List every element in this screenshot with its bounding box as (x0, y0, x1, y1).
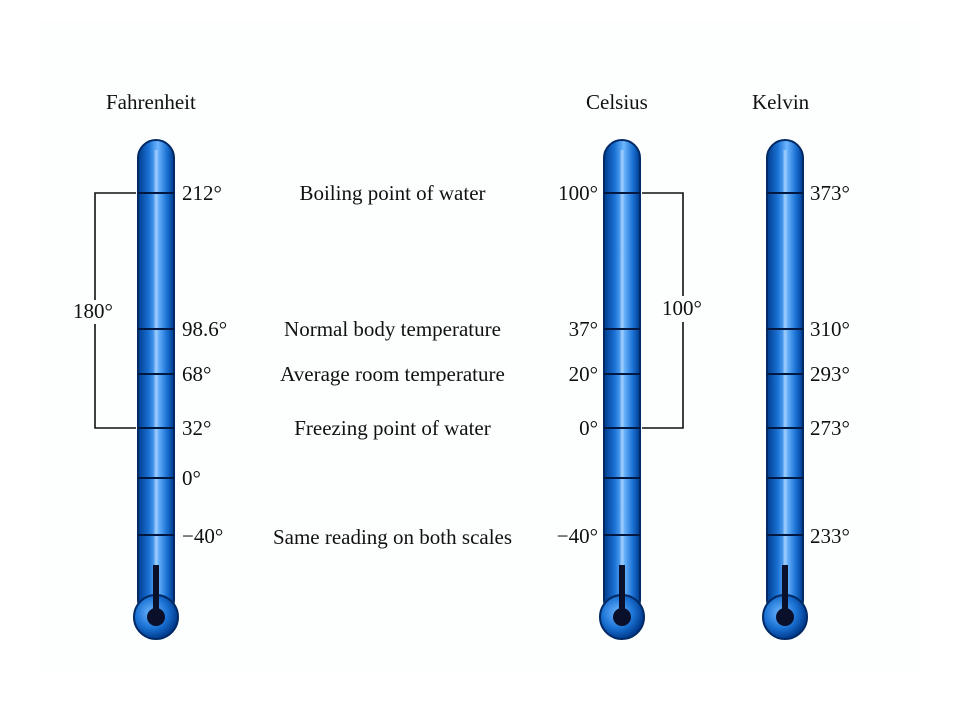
fahrenheit-span-bracket (94, 192, 136, 300)
fahrenheit-thermometer (94, 139, 179, 640)
celsius-reading-100: 100° (558, 181, 598, 205)
fahrenheit-mercury (153, 565, 159, 617)
kelvin-title: Kelvin (752, 90, 810, 114)
celsius-thermometer (599, 139, 684, 640)
celsius-span-label: 100° (662, 296, 702, 320)
kelvin-reading-273: 273° (810, 416, 850, 440)
fahrenheit-reading-212: 212° (182, 181, 222, 205)
kelvin-mercury (782, 565, 788, 617)
fahrenheit-title: Fahrenheit (106, 90, 196, 114)
kelvin-reading-310: 310° (810, 317, 850, 341)
fahrenheit-reading-32: 32° (182, 416, 212, 440)
celsius-reading-20: 20° (568, 362, 598, 386)
celsius-reading-37: 37° (568, 317, 598, 341)
boiling-point-label: Boiling point of water (299, 181, 486, 205)
fahrenheit-reading-0: 0° (182, 466, 201, 490)
fahrenheit-reading-68: 68° (182, 362, 212, 386)
same-reading-label: Same reading on both scales (272, 525, 513, 549)
celsius-reading-0: 0° (579, 416, 598, 440)
celsius-title: Celsius (586, 90, 648, 114)
celsius-mercury (619, 565, 625, 617)
celsius-span-bracket (642, 192, 684, 296)
fahrenheit-reading-minus40: −40° (182, 524, 224, 548)
kelvin-reading-373: 373° (810, 181, 850, 205)
room-temperature-label: Average room temperature (280, 362, 505, 386)
celsius-reading-minus40: −40° (556, 524, 598, 548)
fahrenheit-reading-98-6: 98.6° (182, 317, 228, 341)
body-temperature-label: Normal body temperature (284, 317, 501, 341)
fahrenheit-span-label: 180° (73, 299, 113, 323)
kelvin-thermometer (762, 139, 808, 640)
kelvin-reading-233: 233° (810, 524, 850, 548)
kelvin-reading-293: 293° (810, 362, 850, 386)
freezing-point-label: Freezing point of water (294, 416, 491, 440)
